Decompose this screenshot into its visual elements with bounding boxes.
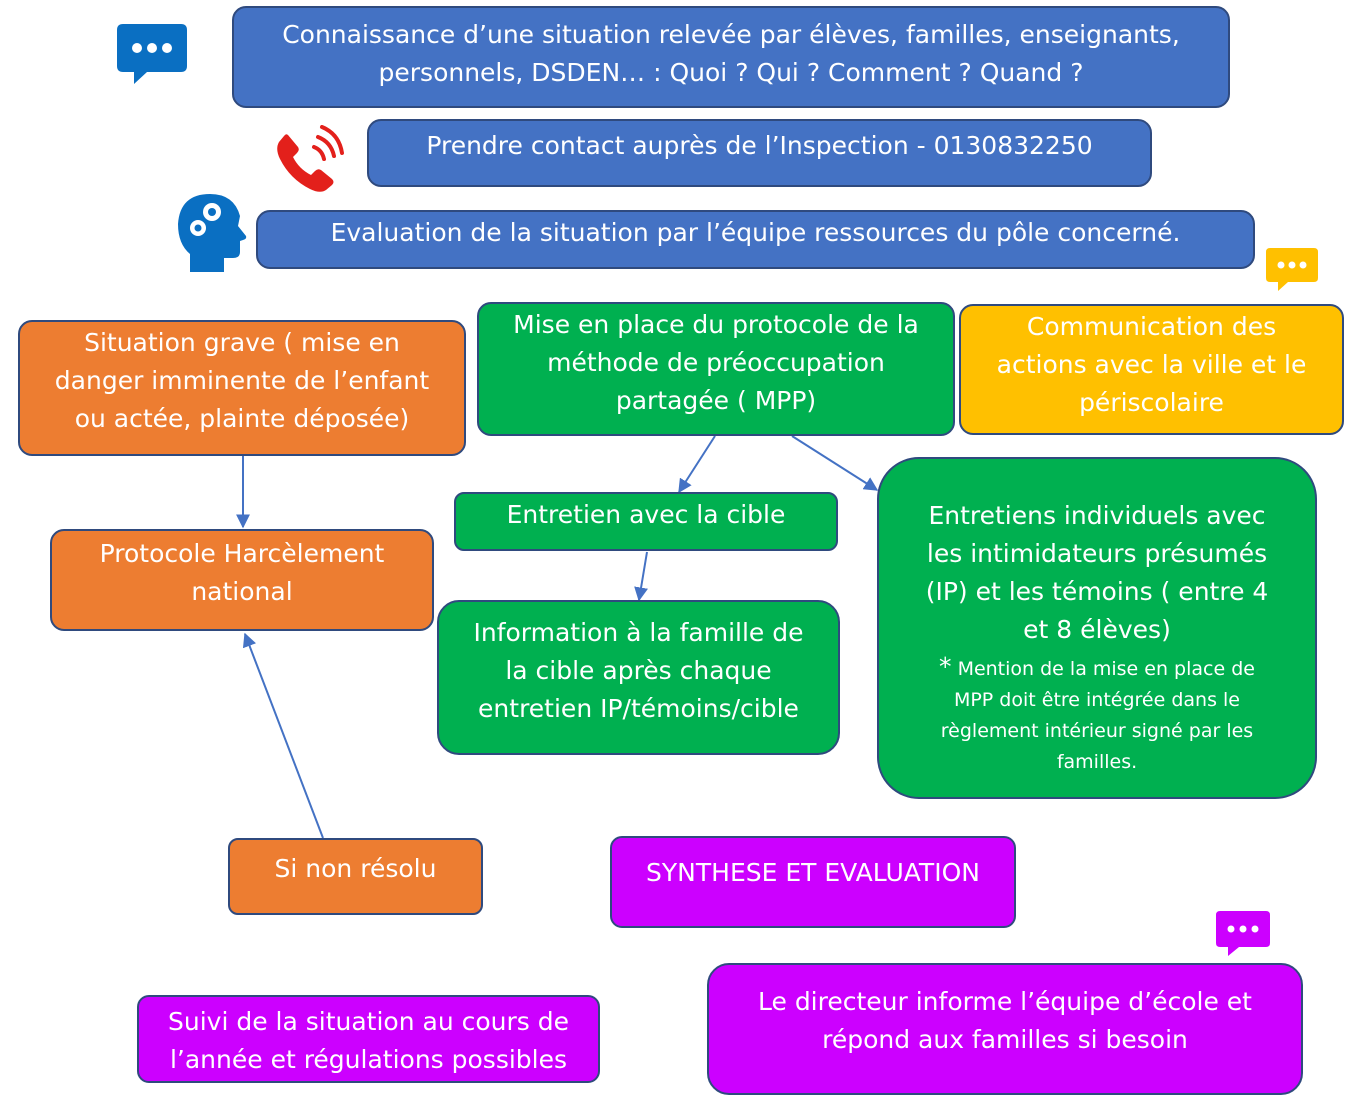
connaissance-line2: personnels, DSDEN… : Quoi ? Qui ? Commen… — [378, 58, 1084, 87]
synthese-text: SYNTHESE ET EVALUATION — [646, 858, 980, 887]
connaissance-line1: Connaissance d’une situation relevée par… — [282, 20, 1180, 49]
entretiens-individuels-box: Entretiens individuels avec les intimida… — [877, 457, 1317, 799]
situation-grave-box: Situation grave ( mise en danger imminen… — [18, 320, 466, 456]
contact-text: Prendre contact auprès de l’Inspection -… — [426, 131, 1093, 160]
suivi-line2: l’année et régulations possibles — [169, 1045, 568, 1074]
note-line2: MPP doit être intégrée dans le — [953, 689, 1241, 711]
speech-bubble-icon — [117, 24, 187, 84]
entretiens-individuels-line3: (IP) et les témoins ( entre 4 — [925, 577, 1269, 606]
entretiens-individuels-line1: Entretiens individuels avec — [928, 501, 1266, 530]
situation-grave-line2: danger imminente de l’enfant — [54, 366, 430, 395]
head-with-gears-icon — [178, 194, 247, 272]
speech-bubble-icon — [1216, 911, 1270, 956]
arrow-mpp-to-entretiens-individuels — [791, 435, 879, 491]
directeur-line2: répond aux familles si besoin — [822, 1025, 1188, 1054]
evaluation-text: Evaluation de la situation par l’équipe … — [330, 218, 1181, 247]
information-famille-line3: entretien IP/témoins/cible — [478, 694, 799, 723]
note-line3: règlement intérieur signé par les — [940, 720, 1254, 742]
mpp-reglement-note: * Mention de la mise en place de MPP doi… — [939, 651, 1255, 778]
protocole-national-box: Protocole Harcèlement national — [50, 529, 434, 631]
evaluation-box: Evaluation de la situation par l’équipe … — [256, 210, 1255, 269]
note-line4: familles. — [1056, 751, 1138, 773]
directeur-box: Le directeur informe l’équipe d’école et… — [707, 963, 1303, 1095]
communication-line1: Communication des — [1026, 312, 1277, 341]
non-resolu-text: Si non résolu — [274, 854, 437, 883]
communication-line3: périscolaire — [1079, 388, 1224, 417]
situation-grave-line1: Situation grave ( mise en — [84, 328, 400, 357]
suivi-box: Suivi de la situation au cours de l’anné… — [137, 995, 600, 1083]
communication-box: Communication des actions avec la ville … — [959, 304, 1344, 435]
arrow-nonresolu-to-protocole — [242, 632, 324, 839]
protocole-national-line1: Protocole Harcèlement — [99, 539, 385, 568]
speech-bubble-icon — [1266, 248, 1318, 291]
arrow-mpp-to-entretien-cible — [678, 435, 716, 494]
mpp-line1: Mise en place du protocole de la — [513, 310, 919, 339]
arrow-cible-to-information — [634, 551, 648, 602]
information-famille-line1: Information à la famille de — [473, 618, 804, 647]
situation-grave-line3: ou actée, plainte déposée) — [74, 404, 410, 433]
directeur-line1: Le directeur informe l’équipe d’école et — [758, 987, 1252, 1016]
synthese-box: SYNTHESE ET EVALUATION — [610, 836, 1016, 928]
entretiens-individuels-line4: et 8 élèves) — [1023, 615, 1171, 644]
mpp-line2: méthode de préoccupation — [547, 348, 885, 377]
non-resolu-box: Si non résolu — [228, 838, 483, 915]
entretien-cible-text: Entretien avec la cible — [506, 500, 786, 529]
contact-box: Prendre contact auprès de l’Inspection -… — [367, 119, 1152, 187]
protocole-national-line2: national — [191, 577, 293, 606]
communication-line2: actions avec la ville et le — [996, 350, 1307, 379]
connaissance-box: Connaissance d’une situation relevée par… — [232, 6, 1230, 108]
entretien-cible-box: Entretien avec la cible — [454, 492, 838, 551]
entretiens-individuels-line2: les intimidateurs présumés — [926, 539, 1268, 568]
information-famille-line2: la cible après chaque — [505, 656, 772, 685]
note-line1: Mention de la mise en place de — [957, 658, 1255, 680]
note-asterisk: * — [939, 652, 952, 681]
phone-ringing-icon — [277, 125, 344, 192]
mpp-box: Mise en place du protocole de la méthode… — [477, 302, 955, 436]
suivi-line1: Suivi de la situation au cours de — [167, 1007, 570, 1036]
information-famille-box: Information à la famille de la cible apr… — [437, 600, 840, 755]
mpp-line3: partagée ( MPP) — [615, 386, 817, 415]
